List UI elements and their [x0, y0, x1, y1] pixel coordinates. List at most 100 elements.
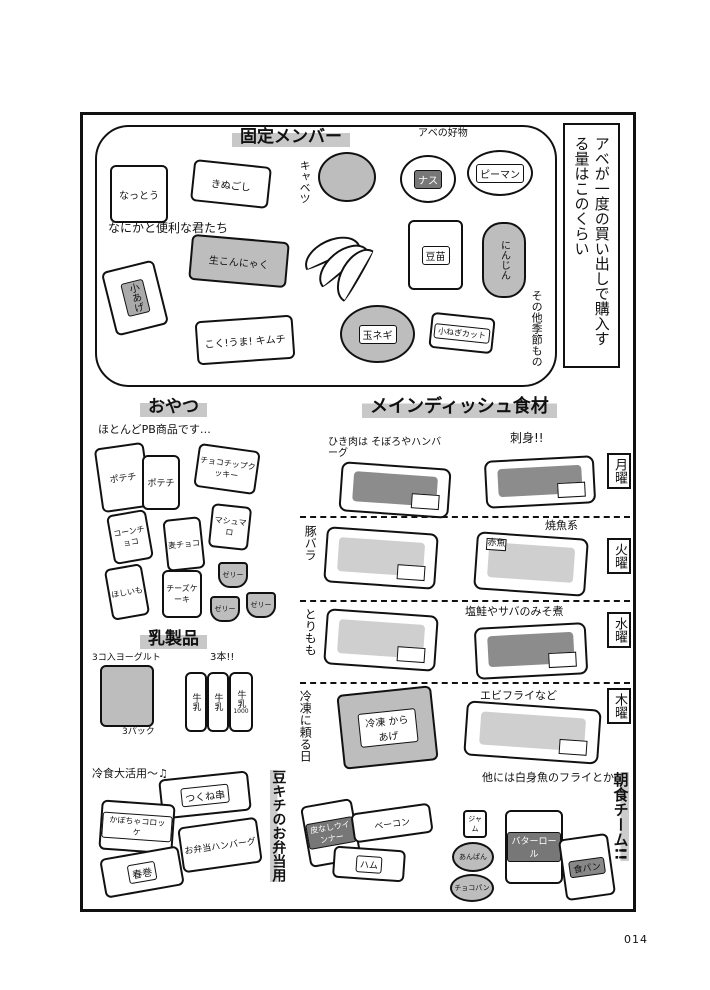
tuesday-right-note: 焼魚系: [545, 519, 578, 532]
onion-bag: 玉ネギ: [340, 305, 415, 363]
breakfast-item: 食パン: [557, 832, 617, 902]
item-label: きぬごし: [210, 178, 252, 194]
frozen-note: 冷食大活用〜♫: [92, 767, 168, 780]
jelly-cup: ゼリー: [210, 596, 240, 622]
snack-item: コーンチョコ: [105, 508, 155, 566]
item-label: 牛乳: [212, 693, 223, 711]
tuesday-left-note: 豚バラ: [303, 525, 318, 561]
item-label: 冷凍 からあげ: [356, 707, 419, 748]
item-label: ジャム: [468, 815, 482, 833]
cabbage-icon: [318, 152, 376, 202]
snack-item: 麦チョコ: [162, 516, 206, 572]
handy-note: なにかと便利な君たち: [108, 221, 229, 235]
item-label: 小あげ: [119, 278, 151, 318]
divider: [300, 682, 630, 684]
item-label: 豆苗: [421, 245, 450, 265]
item-label: コーンチョコ: [112, 524, 146, 549]
pork-belly-tray: [323, 526, 439, 590]
item-label: ハム: [355, 854, 383, 874]
cabbage-label: キャベツ: [298, 160, 312, 204]
breakfast-item: ジャム: [463, 810, 487, 838]
breakfast-item: あんぱん: [452, 842, 494, 872]
item-label: お弁当ハンバーグ: [183, 836, 257, 857]
side-note-text: アベが一度の買い出しで購入する量はこのくらい: [572, 135, 611, 346]
doumiao-pack: 豆苗: [408, 220, 463, 290]
monday-label: 月曜: [607, 453, 631, 489]
snack-item: ポテチ: [142, 455, 180, 510]
item-label: チーズケーキ: [166, 584, 198, 604]
item-label: 食パン: [568, 856, 606, 878]
natto-pack: なっとう: [110, 165, 168, 223]
item-label: チョコチップクッキー: [199, 455, 257, 481]
jelly-cup: ゼリー: [218, 562, 248, 588]
item-label: 小ねぎカット: [433, 322, 491, 344]
page-number: 014: [624, 933, 648, 946]
fixed-members-header: 固定メンバー: [232, 122, 350, 147]
item-label: ナス: [414, 169, 442, 189]
thursday-right-note: エビフライなど: [480, 689, 557, 702]
kimchi-pack: こく!うま! キムチ: [194, 314, 296, 366]
main-dish-header: メインディッシュ食材: [362, 392, 557, 418]
favorite-note: アベの好物: [418, 128, 468, 139]
item-label: 麦チョコ: [167, 537, 201, 551]
sashimi-tray: [483, 455, 597, 509]
item-label: ゼリー: [214, 605, 236, 613]
wednesday-left-note: とりもも: [303, 608, 318, 656]
item-label: かぼちゃコロッケ: [101, 811, 173, 843]
breakfast-label: 朝食チーム!!: [611, 772, 630, 861]
page-frame: [80, 112, 636, 912]
konjac-pack: 生こんにゃく: [188, 233, 290, 289]
wednesday-right-note: 塩鮭やサバのみそ煮: [465, 605, 564, 618]
item-label: あんぱん: [459, 853, 487, 861]
item-label: ゼリー: [222, 571, 244, 579]
carrot-bag: にんじん: [482, 222, 526, 298]
fish-tag: 赤魚: [485, 537, 507, 552]
milk-note: 3本!!: [210, 652, 235, 663]
eggplant-bag: ナス: [400, 155, 456, 203]
item-label: ピーマン: [476, 163, 524, 183]
item-label: なっとう: [119, 190, 159, 202]
bento-label: 豆キチのお弁当用: [270, 770, 287, 882]
item-label: 玉ネギ: [358, 324, 397, 344]
chicken-thigh-tray: [323, 608, 439, 672]
milk-carton: 牛乳: [207, 672, 229, 732]
item-label: 皮なしウインナー: [305, 816, 357, 850]
salmon-tray: [473, 622, 589, 680]
tuesday-label: 火曜: [607, 538, 631, 574]
tofu-pack: きぬごし: [190, 159, 272, 209]
seasonal-note: その他季節もの: [530, 290, 544, 367]
item-label: チョコパン: [454, 884, 490, 892]
item-label: ベーコン: [373, 817, 411, 832]
item-label: 牛乳: [235, 689, 246, 708]
item-label: マシュマロ: [214, 515, 247, 538]
shrimp-fry-tray: [463, 700, 602, 765]
wednesday-label: 水曜: [607, 612, 631, 648]
side-note-box: アベが一度の買い出しで購入する量はこのくらい: [563, 123, 620, 368]
yogurt-note: 3コ入ヨーグルト: [92, 653, 161, 663]
monday-right-note: 刺身!!: [510, 431, 544, 445]
ground-meat-tray: [338, 461, 452, 519]
item-label: バターロール: [507, 832, 561, 862]
yogurt-count: 3パック: [122, 727, 155, 737]
snacks-header: おやつ: [140, 392, 207, 417]
item-label: 生こんにゃく: [208, 254, 270, 272]
pepper-bag: ピーマン: [467, 150, 533, 196]
snack-item: チーズケーキ: [162, 570, 202, 618]
jelly-cup: ゼリー: [246, 592, 276, 618]
green-onion-pack: 小ねぎカット: [428, 311, 496, 355]
breakfast-item: チョコパン: [450, 874, 494, 902]
item-label: ほしいも: [110, 584, 144, 600]
item-label: ポテチ: [147, 479, 175, 489]
thursday-left-note: 冷凍に頼る日: [298, 690, 313, 762]
thursday-label: 木曜: [607, 688, 631, 724]
frozen-karaage-bag: 冷凍 からあげ: [336, 685, 439, 770]
monday-left-note: ひき肉は そぼろやハンバーグ: [328, 437, 442, 459]
item-label: こく!うま! キムチ: [204, 333, 287, 351]
grilled-fish-tray: 赤魚: [473, 531, 589, 597]
milk-volume: 1000: [233, 707, 249, 715]
snack-item: マシュマロ: [207, 503, 253, 551]
breakfast-item: バターロール: [505, 810, 563, 884]
item-label: 牛乳: [190, 693, 201, 711]
snacks-note: ほとんどPB商品です…: [98, 423, 211, 436]
